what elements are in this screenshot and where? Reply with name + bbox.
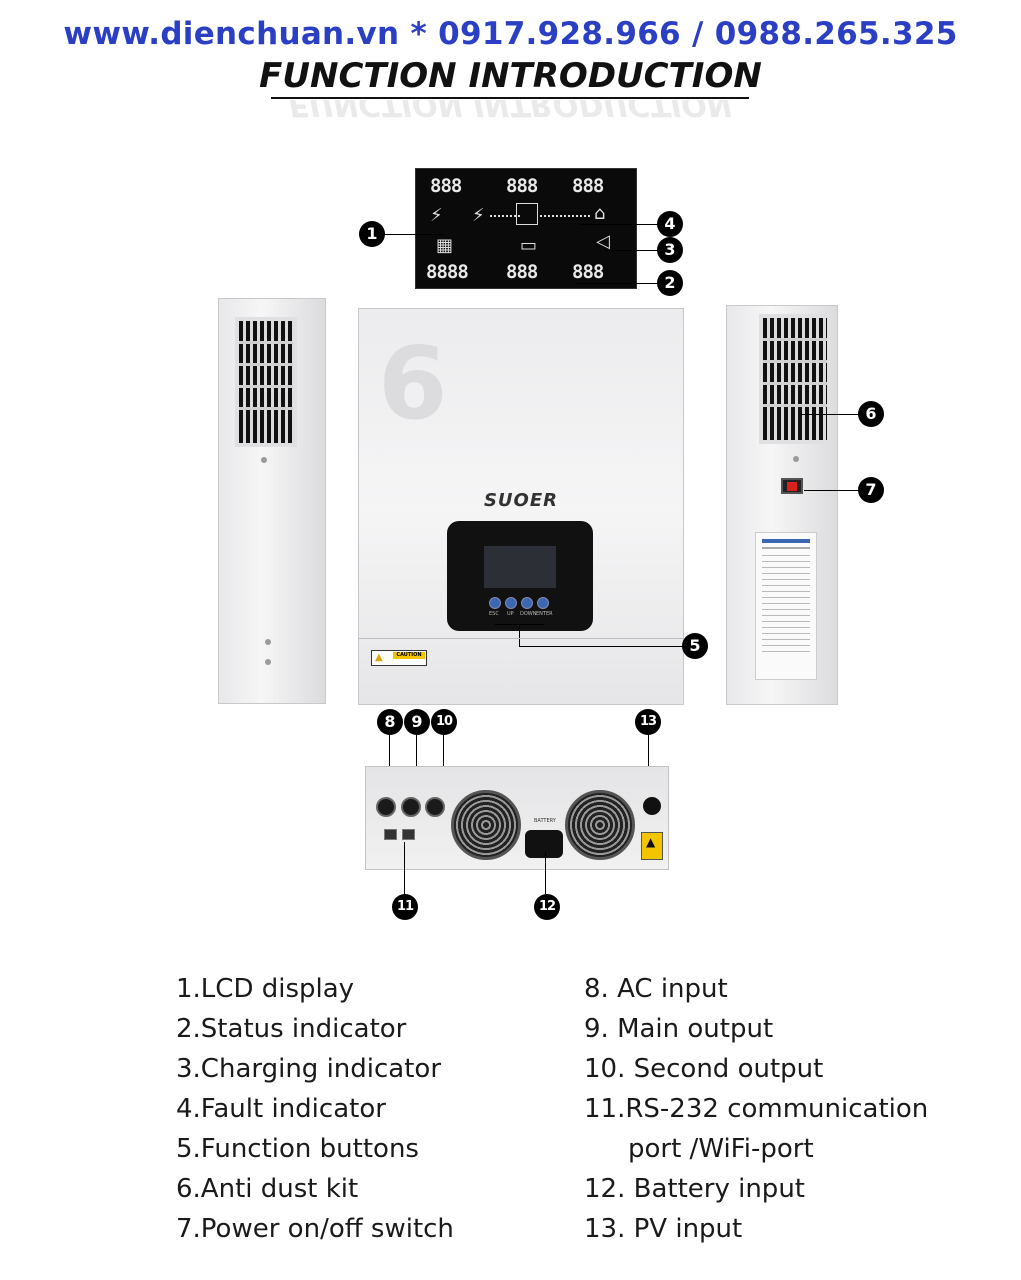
callout-1-leader [384, 234, 444, 235]
up-button[interactable] [505, 597, 517, 609]
grid-tower-icon: ⚡ [430, 205, 443, 226]
callout-10-leader [443, 735, 444, 777]
callout-7-leader [804, 490, 860, 491]
solar-panel-icon: ▦ [436, 235, 454, 256]
cooling-fan-left [451, 790, 521, 860]
inverter-icon [516, 203, 538, 225]
feature-item: 3.Charging indicator [176, 1054, 442, 1084]
lcd-seg-bottom-mid: 888 [506, 261, 538, 283]
lcd-flow-line [540, 215, 590, 217]
callout-9: 9 [404, 709, 430, 735]
feature-item: 13. PV input [584, 1214, 743, 1244]
second-output-socket[interactable] [425, 797, 445, 817]
feature-item-continued: port /WiFi-port [628, 1134, 814, 1164]
control-panel-lcd [484, 546, 556, 588]
callout-8-leader [389, 735, 390, 777]
feature-item: 7.Power on/off switch [176, 1214, 454, 1244]
enter-label: ENTER [536, 611, 553, 617]
big-numeral: 6 [378, 325, 448, 442]
callout-11: 11 [392, 894, 418, 920]
down-button[interactable] [521, 597, 533, 609]
lcd-flow-line [490, 215, 520, 217]
brand-logo: SUOER [483, 490, 559, 511]
speaker-icon: ◁ [596, 231, 610, 252]
callout-6-leader [802, 414, 860, 415]
esc-button[interactable] [489, 597, 501, 609]
feature-item: 4.Fault indicator [176, 1094, 386, 1124]
feature-item: 12. Battery input [584, 1174, 805, 1204]
feature-item: 1.LCD display [176, 974, 355, 1004]
callout-9-leader [416, 735, 417, 777]
callout-2: 2 [657, 270, 683, 296]
right-side-panel [726, 305, 838, 705]
battery-label: BATTERY [534, 818, 556, 824]
callout-12: 12 [534, 894, 560, 920]
feature-item: 10. Second output [584, 1054, 824, 1084]
battery-input-socket[interactable] [525, 830, 563, 858]
battery-icon: ▭ [520, 235, 538, 256]
main-output-socket[interactable] [401, 797, 421, 817]
rs232-port[interactable] [384, 829, 397, 840]
lcd-display-enlarged: 888 888 888 ⚡ ⚡ ⌂ ▦ ▭ ◁ 8888 888 888 [415, 168, 637, 289]
lcd-seg-bottom-left: 8888 [426, 261, 469, 283]
callout-10: 10 [431, 709, 457, 735]
spec-label [755, 532, 817, 680]
screw [793, 456, 799, 462]
feature-item: 2.Status indicator [176, 1014, 407, 1044]
cooling-fan-right [565, 790, 635, 860]
left-vent-grille [235, 317, 297, 447]
lcd-seg-bottom-right: 888 [572, 261, 604, 283]
feature-item: 5.Function buttons [176, 1134, 419, 1164]
lcd-seg-top-mid: 888 [506, 175, 538, 197]
screw [261, 457, 267, 463]
warning-sticker: ▲ [641, 832, 663, 860]
screw [265, 639, 271, 645]
callout-5-bracket [519, 624, 520, 646]
lcd-seg-top-left: 888 [430, 175, 462, 197]
left-side-panel [218, 298, 326, 704]
front-divider [358, 638, 684, 639]
warning-triangle-icon: ▲ [646, 835, 656, 849]
caution-label: CAUTION [393, 652, 425, 659]
up-label: UP [507, 611, 514, 617]
screw [265, 659, 271, 665]
callout-5-leader [519, 646, 683, 647]
callout-11-leader [404, 842, 405, 894]
callout-4: 4 [657, 211, 683, 237]
feature-item: 9. Main output [584, 1014, 774, 1044]
down-label: DOWN [520, 611, 537, 617]
callout-8: 8 [377, 709, 403, 735]
callout-2-leader [575, 283, 659, 284]
feature-item: 11.RS-232 communication [584, 1094, 929, 1124]
power-switch[interactable] [781, 478, 803, 494]
feature-item: 6.Anti dust kit [176, 1174, 359, 1204]
title-reflection: FUNCTION INTRODUCTION [288, 100, 732, 122]
callout-6: 6 [858, 401, 884, 427]
anti-dust-vent-grille [759, 314, 831, 444]
callout-12-leader [545, 852, 546, 894]
title-underline [271, 97, 749, 99]
callout-7: 7 [858, 477, 884, 503]
grid-tower-icon: ⚡ [472, 205, 485, 226]
feature-item: 8. AC input [584, 974, 728, 1004]
house-icon: ⌂ [594, 203, 606, 224]
callout-13-leader [648, 735, 649, 777]
wifi-port[interactable] [402, 829, 415, 840]
callout-3-leader [605, 250, 659, 251]
page-title: FUNCTION INTRODUCTION [259, 56, 762, 96]
callout-3: 3 [657, 237, 683, 263]
warning-triangle-icon: ▲ [375, 652, 383, 663]
pv-input-socket[interactable] [643, 797, 661, 815]
enter-button[interactable] [537, 597, 549, 609]
lcd-seg-top-right: 888 [572, 175, 604, 197]
callout-13: 13 [635, 709, 661, 735]
callout-5: 5 [682, 633, 708, 659]
header-url-line: www.dienchuan.vn * 0917.928.966 / 0988.2… [63, 16, 958, 52]
callout-1: 1 [359, 221, 385, 247]
ac-input-socket[interactable] [376, 797, 396, 817]
callout-4-leader [580, 224, 659, 225]
esc-label: ESC [489, 611, 499, 617]
